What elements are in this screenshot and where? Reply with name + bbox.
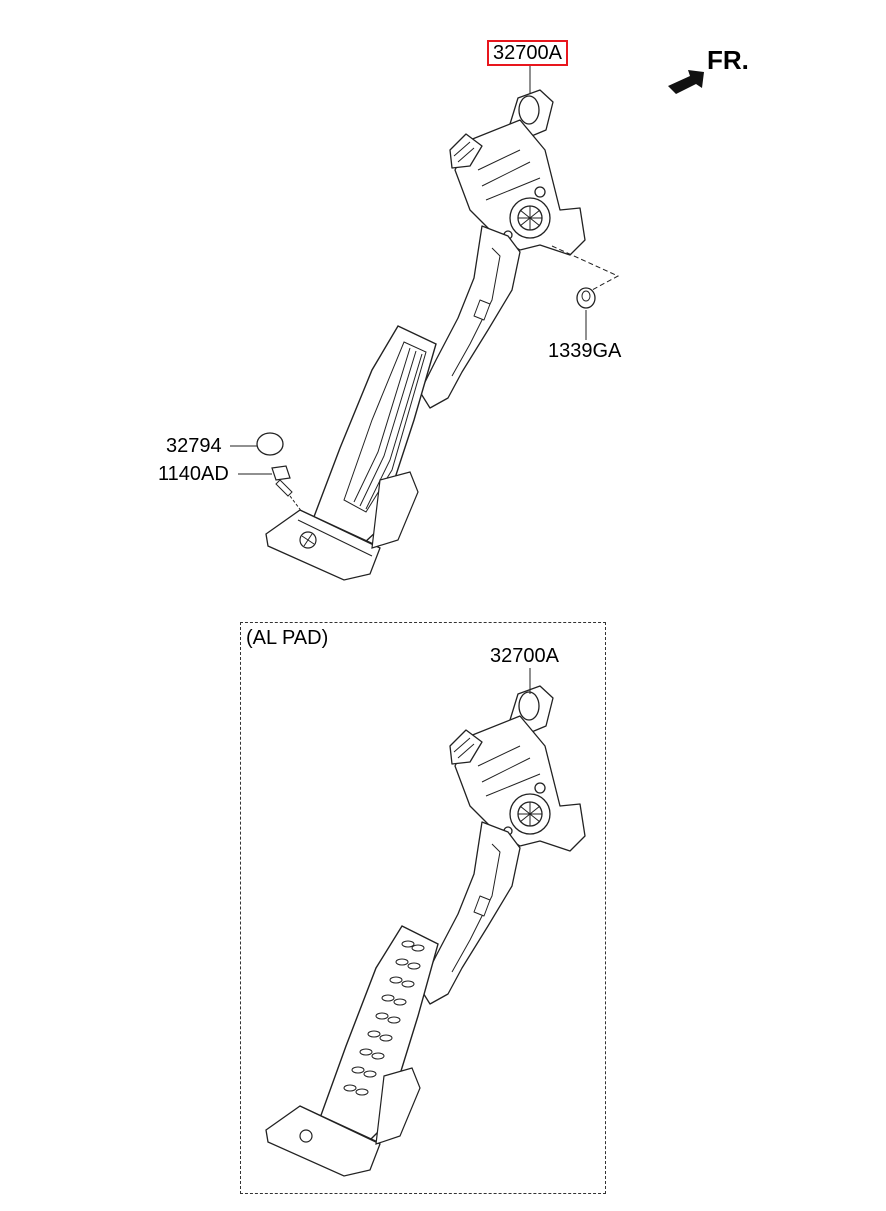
nut-part-label[interactable]: 1339GA [548, 340, 622, 362]
bolt-1140ad [271, 465, 293, 497]
al-pad-inset-title: (AL PAD) [246, 627, 329, 649]
nut-1339ga [576, 287, 596, 309]
bolt-part-label[interactable]: 1140AD [158, 463, 229, 485]
main-pedal-assembly [230, 66, 620, 581]
front-direction-arrow [668, 70, 704, 94]
main-part-number-label[interactable]: 32700A [487, 40, 568, 66]
al-pad-part-number-label[interactable]: 32700A [490, 645, 559, 667]
stopper-32794 [256, 432, 284, 456]
front-direction-label: FR. [707, 45, 749, 75]
al-pad-inset-frame [240, 622, 606, 1194]
al-pad-pedal-assembly [265, 668, 586, 1177]
stopper-part-label[interactable]: 32794 [166, 435, 222, 457]
